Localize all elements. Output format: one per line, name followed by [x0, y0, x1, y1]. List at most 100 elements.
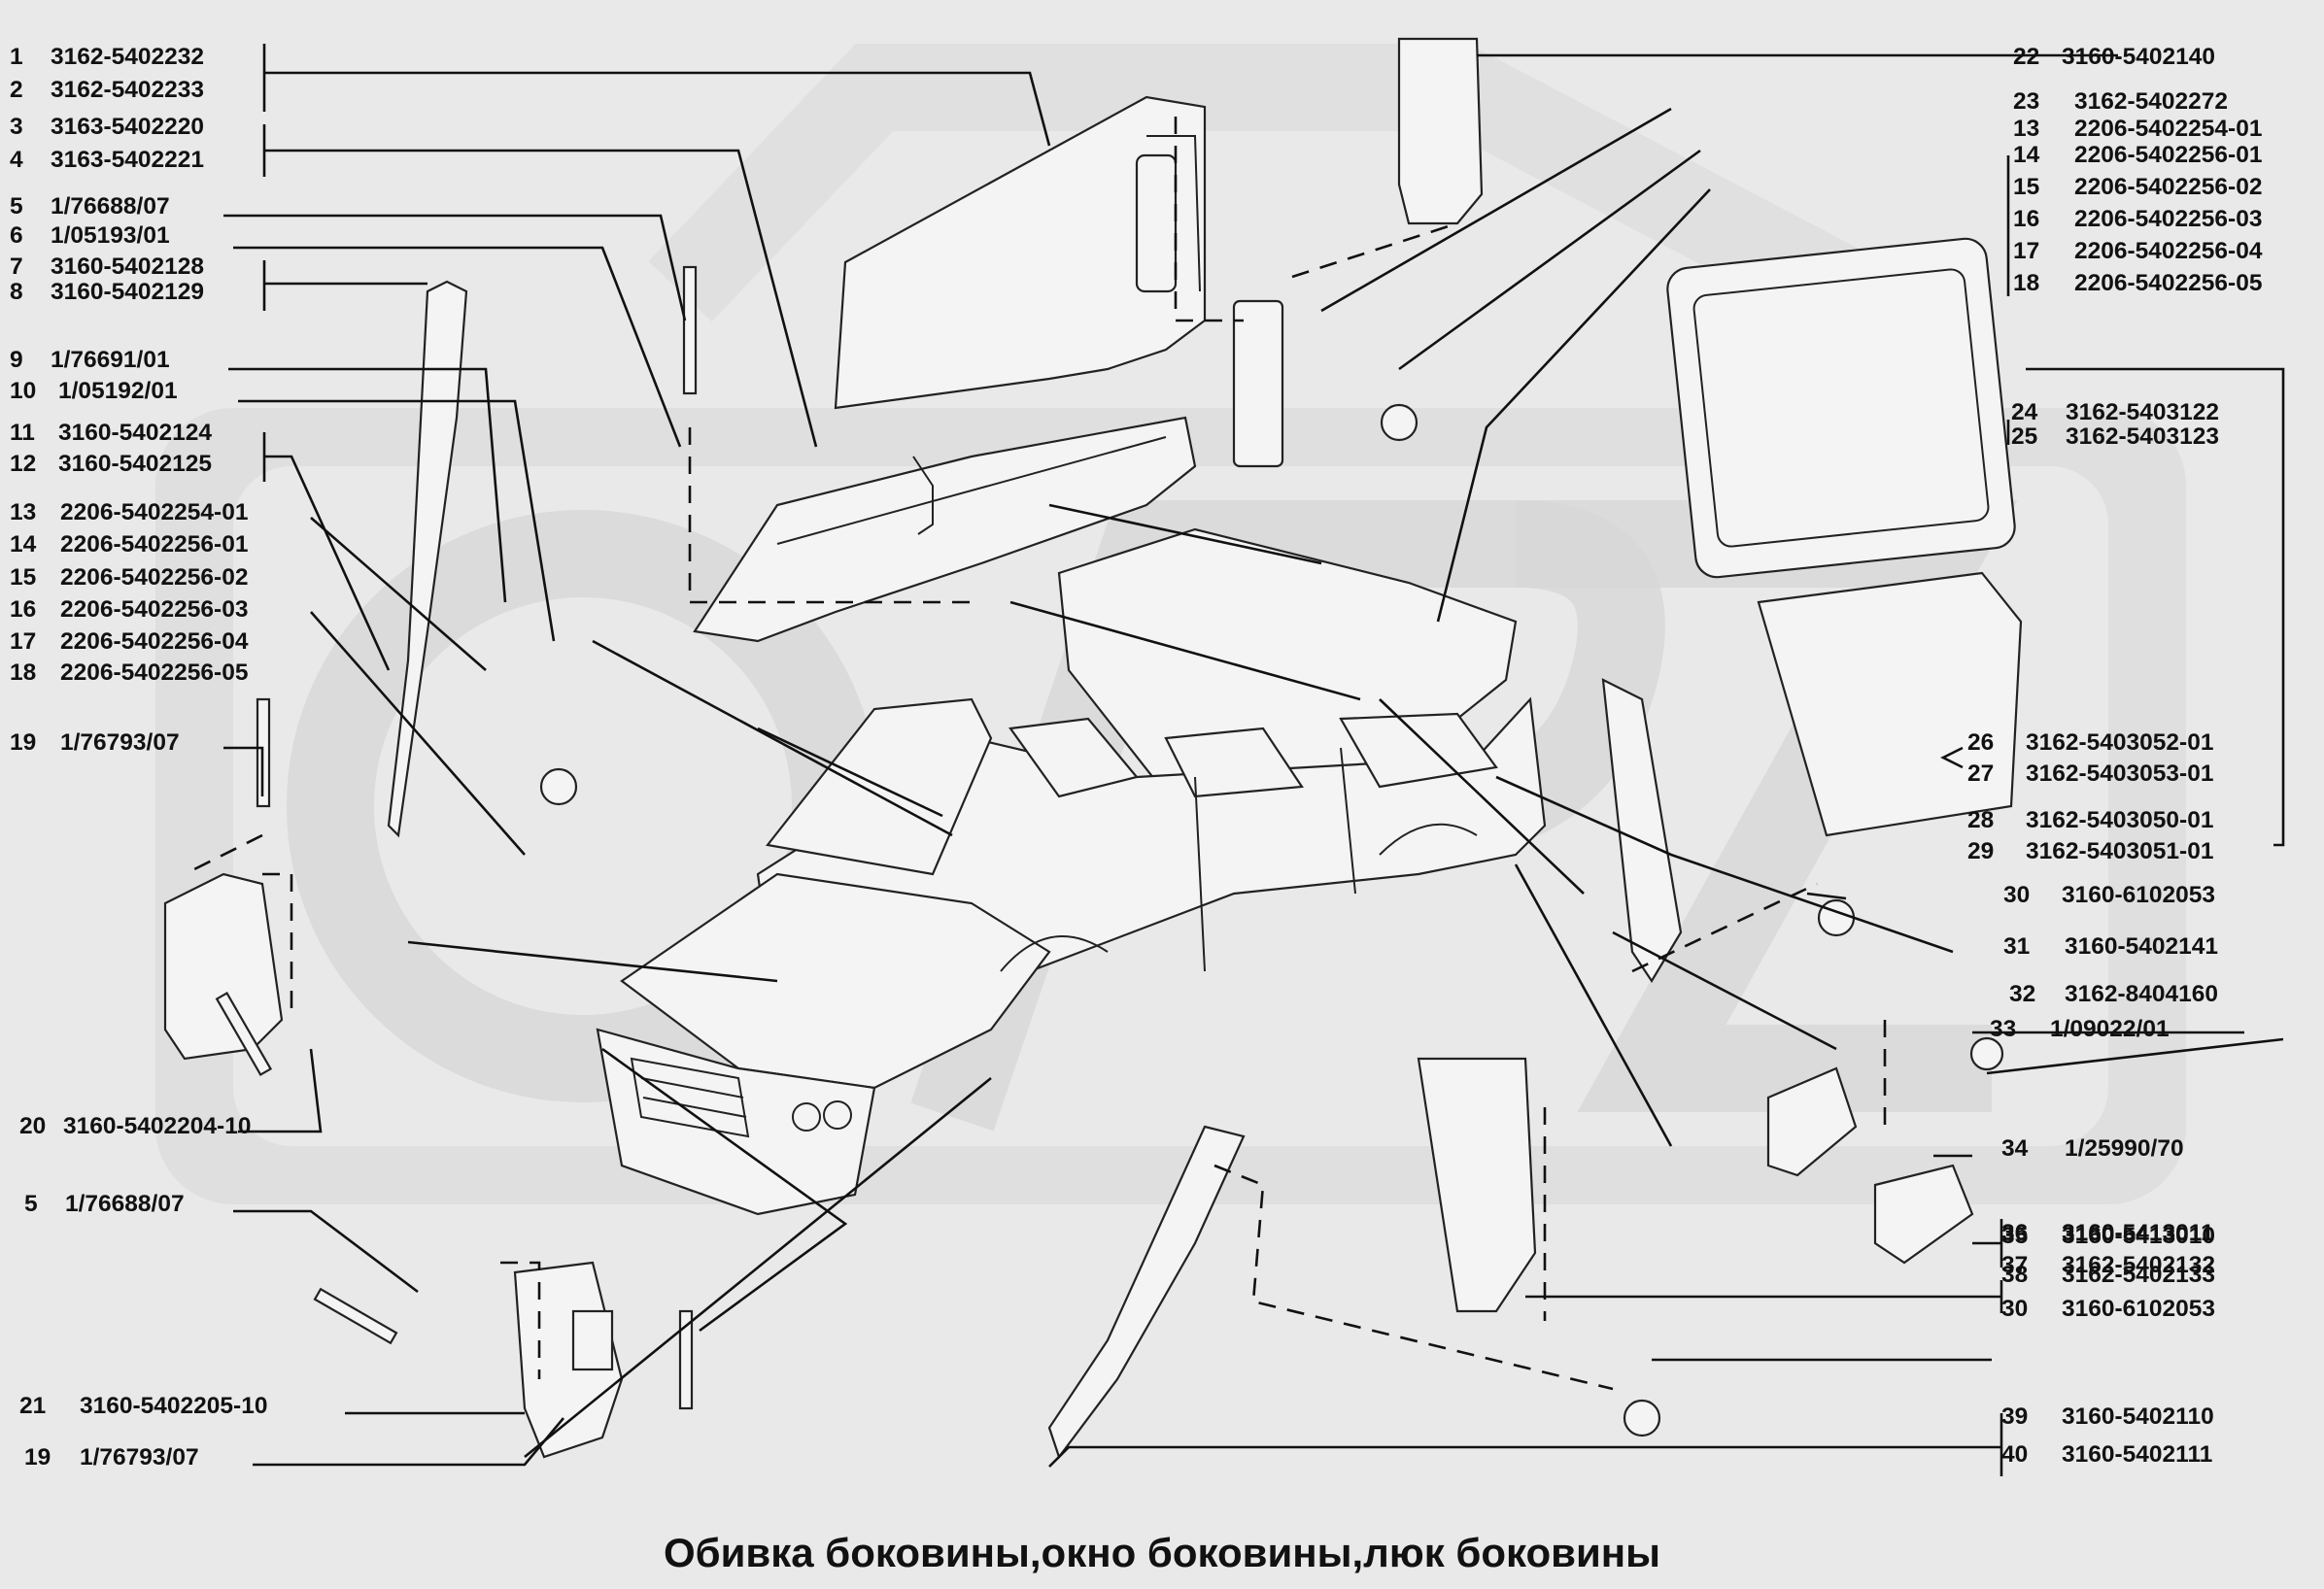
callout-number: 34 — [2001, 1135, 2029, 1162]
callout-number: 6 — [10, 222, 23, 249]
part-number-code: 1/76688/07 — [51, 193, 170, 220]
callout-number: 28 — [1967, 807, 1994, 833]
part-number-code: 3162-5403123 — [2066, 423, 2219, 450]
callout-number: 24 — [2011, 399, 2038, 425]
part-number-code: 3160-5402129 — [51, 279, 204, 305]
part-number-code: 2206-5402256-04 — [60, 628, 249, 655]
callout-label-5: 5 1/76688/07 — [10, 193, 170, 220]
callout-number: 37 — [2001, 1252, 2028, 1278]
part-number-code: 1/76793/07 — [80, 1444, 199, 1471]
part-number-code: 2206-5402256-01 — [60, 531, 248, 558]
part-number-code: 3163-5402220 — [51, 114, 204, 140]
dashed-assembly-lines — [184, 117, 1887, 1391]
part-number-code: 3160-5402204-10 — [63, 1113, 251, 1139]
callout-label-15: 15 2206-5402256-02 — [10, 564, 248, 591]
callout-number: 30 — [2003, 882, 2030, 908]
callout-number: 35 — [2001, 1223, 2028, 1249]
callout-number: 11 — [10, 420, 35, 446]
part-number-code: 3160-6102053 — [2062, 1296, 2215, 1322]
callout-number: 7 — [10, 254, 23, 280]
part-number-code: 3162-5402272 — [2074, 88, 2228, 115]
callout-number: 18 — [10, 659, 36, 686]
callout-number: 10 — [10, 378, 36, 404]
part-number-code: 1/05192/01 — [58, 378, 178, 404]
callout-number: 29 — [1967, 838, 1994, 864]
callout-number: 1 — [10, 44, 23, 70]
callout-number: 14 — [10, 531, 37, 558]
part-number-code: 3160-5402141 — [2065, 933, 2218, 960]
callout-number: 8 — [10, 279, 23, 305]
callout-number: 40 — [2001, 1441, 2028, 1468]
part-number-code: 3162-5402232 — [51, 44, 204, 70]
callout-label-9: 9 1/76691/01 — [10, 347, 170, 373]
part-number-code: 3162-5403052-01 — [2026, 729, 2213, 756]
callout-number: 9 — [10, 347, 23, 373]
car-body-drawing — [596, 527, 1547, 1216]
callout-label-10: 10 1/05192/01 — [10, 378, 178, 404]
part-number-code: 1/25990/70 — [2065, 1135, 2184, 1162]
part-number-code: 3162-8404160 — [2065, 981, 2218, 1007]
part-number-code: 3162-5403122 — [2066, 399, 2219, 425]
callout-number: 26 — [1967, 729, 1994, 756]
callout-number: 15 — [10, 564, 36, 591]
callout-number: 3 — [10, 114, 23, 140]
callout-number: 12 — [10, 451, 36, 477]
part-number-code: 3162-5402133 — [2062, 1262, 2215, 1288]
callout-label-5: 5 1/76688/07 — [24, 1191, 185, 1217]
callout-number: 32 — [2009, 981, 2035, 1007]
callout-number: 13 — [2013, 116, 2039, 142]
hatch-and-fasteners-drawings — [215, 265, 2004, 1437]
part-number-code: 3160-5402140 — [2062, 44, 2215, 70]
part-number-code: 2206-5402256-04 — [2074, 238, 2263, 264]
callout-number: 25 — [2011, 423, 2037, 450]
part-number-code: 3160-5413010 — [2062, 1223, 2215, 1249]
part-number-code: 1/76688/07 — [65, 1191, 185, 1217]
part-number-code: 2206-5402254-01 — [60, 499, 248, 525]
part-number-code: 2206-5402256-03 — [60, 596, 248, 623]
part-number-code: 2206-5402256-02 — [60, 564, 248, 591]
callout-label-11: 11 3160-5402124 — [10, 420, 212, 446]
part-number-code: 1/09022/01 — [2050, 1016, 2170, 1042]
callout-number: 36 — [2001, 1220, 2028, 1246]
callout-label-26: 26 3162-5403052-01 — [1967, 729, 2213, 756]
part-number-code: 3162-5402132 — [2062, 1252, 2215, 1278]
callout-number: 39 — [2001, 1403, 2028, 1430]
part-number-code: 1/76793/07 — [60, 729, 180, 756]
part-number-code: 3160-6102053 — [2062, 882, 2215, 908]
part-number-code: 3160-5402124 — [58, 420, 212, 446]
part-number-code: 3162-5403050-01 — [2026, 807, 2213, 833]
leader-lines — [223, 44, 2285, 1476]
callout-label-14: 14 2206-5402256-01 — [10, 531, 248, 558]
callout-number: 5 — [24, 1191, 38, 1217]
callout-label-30: 30 3160-6102053 — [2003, 882, 2215, 908]
callout-label-3: 3 3163-5402220 — [10, 114, 204, 140]
part-number-code: 1/76691/01 — [51, 347, 170, 373]
side-window-drawings — [1666, 237, 2023, 837]
callout-label-24: 24 3162-5403122 — [2011, 399, 2219, 425]
callout-number: 5 — [10, 193, 23, 220]
callout-number: 16 — [2013, 206, 2039, 232]
